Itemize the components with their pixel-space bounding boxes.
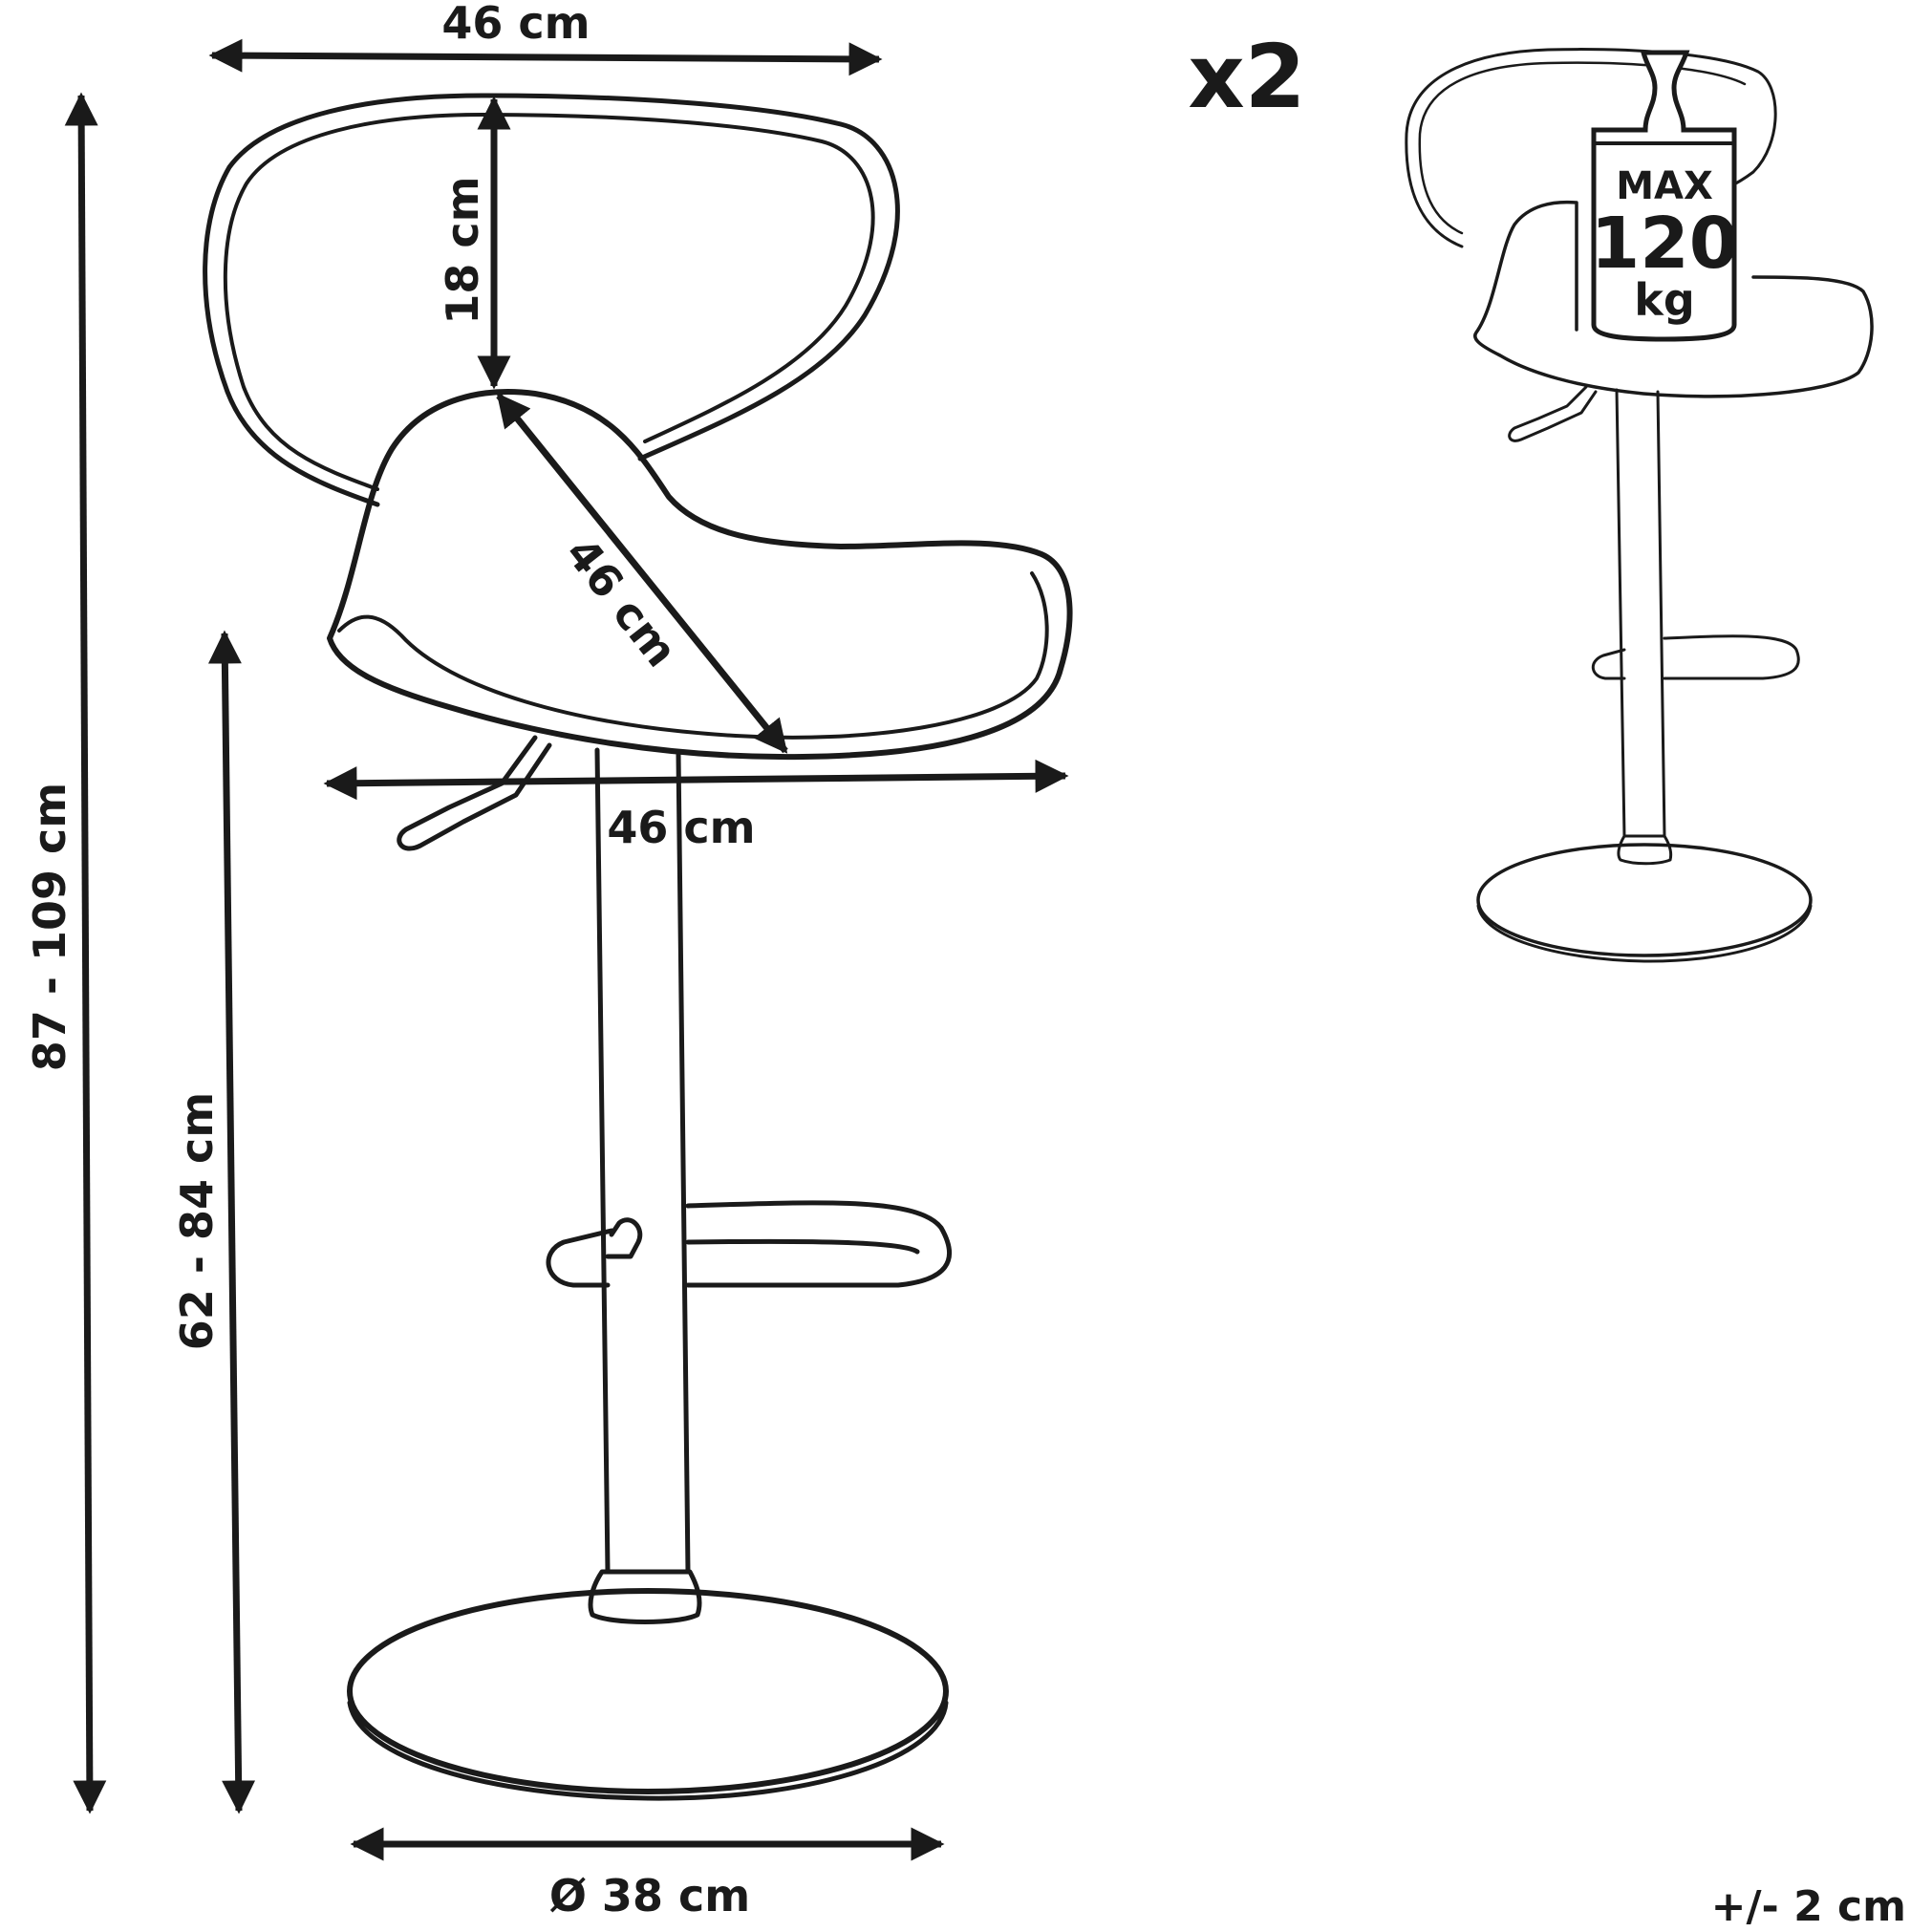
small-footrest (1591, 634, 1800, 680)
label-total-height: 87 - 109 cm (24, 783, 75, 1071)
base-disc (347, 1588, 949, 1794)
backrest-outer (203, 93, 900, 507)
small-backrest (1405, 48, 1777, 248)
column-right (676, 752, 691, 1575)
small-column-left (1615, 388, 1626, 838)
small-column-right (1656, 390, 1666, 838)
label-backrest-width: 46 cm (441, 0, 590, 49)
footrest (546, 1200, 953, 1288)
small-base-disc (1476, 843, 1813, 957)
label-base-diameter: Ø 38 cm (549, 1870, 750, 1921)
small-seat (1473, 200, 1874, 398)
weight-icon: MAX 120 kg (1591, 50, 1738, 342)
small-base-collar (1617, 834, 1673, 866)
seat-inner (337, 571, 1049, 740)
dim-seat-height-line (207, 630, 256, 1814)
column-left (594, 747, 611, 1575)
weight-icon-shape (1591, 50, 1737, 342)
weight-value: 120 (1591, 203, 1738, 285)
small-base-disc-edge (1476, 904, 1813, 963)
stool-small (1405, 48, 1874, 963)
dim-total-height-line (64, 92, 107, 1814)
tolerance-note: +/- 2 cm (1711, 1882, 1906, 1931)
label-seat-height: 62 - 84 cm (171, 1092, 223, 1350)
label-backrest-height: 18 cm (437, 176, 488, 324)
dimension-lines (64, 38, 1069, 1861)
label-seat-width: 46 cm (607, 802, 755, 853)
footrest-bracket (605, 1217, 643, 1259)
seat-outer (327, 389, 1073, 761)
gas-lever (397, 735, 552, 851)
weight-unit: kg (1634, 274, 1695, 326)
backrest-inner (223, 113, 875, 491)
small-gas-lever (1508, 385, 1598, 442)
stool-main (203, 93, 1073, 1801)
weight-max-label: MAX (1616, 164, 1713, 208)
base-collar (588, 1569, 702, 1624)
dim-seat-depth-line (496, 393, 788, 754)
dim-backrest-width-line (208, 38, 883, 76)
base-disc-edge (347, 1700, 949, 1801)
quantity-label: x2 (1188, 26, 1305, 128)
dim-seat-width-line (323, 759, 1069, 801)
